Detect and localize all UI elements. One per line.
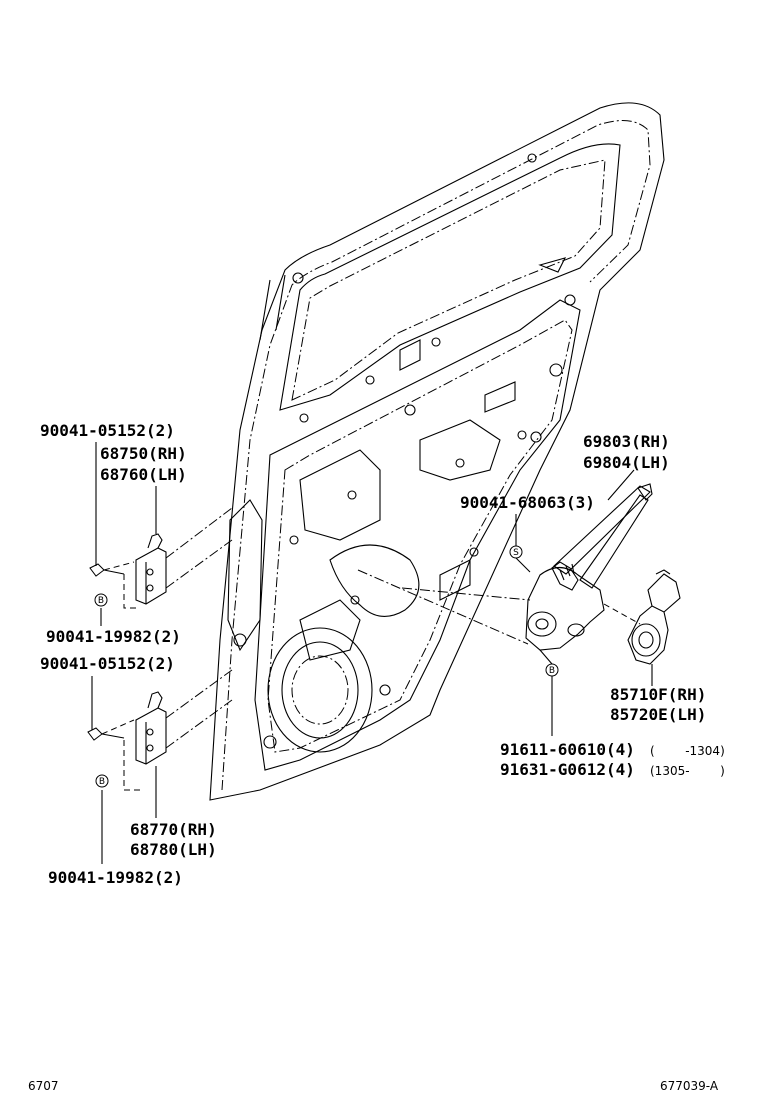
label-motor-lh: 85720E(LH) (610, 705, 706, 724)
svg-text:B: B (549, 666, 555, 676)
label-hinge-lower-rh: 68770(RH) (130, 820, 217, 839)
footer-page-code: 6707 (28, 1079, 59, 1093)
svg-text:B: B (99, 777, 105, 787)
label-bolt-a-range: ( -1304) (650, 744, 725, 758)
label-bolt-a: 91611-60610(4) (500, 740, 635, 759)
footer-figure-code: 677039-A (660, 1079, 719, 1093)
label-motor-rh: 85710F(RH) (610, 685, 706, 704)
marker-b-lower: B (95, 774, 109, 788)
marker-s: S (509, 545, 523, 559)
label-hinge-upper-lh: 68760(LH) (100, 465, 187, 484)
door-panel (209, 102, 665, 801)
label-bolt-upper: 90041-05152(2) (40, 421, 175, 440)
label-hinge-lower-lh: 68780(LH) (130, 840, 217, 859)
svg-text:S: S (513, 548, 519, 558)
upper-hinge (123, 507, 233, 609)
svg-text:B: B (98, 596, 104, 606)
label-bolt-b-range: (1305- ) (650, 764, 725, 778)
marker-b-upper: B (94, 593, 108, 607)
marker-b-regulator: B (545, 663, 559, 677)
label-bolt-b: 91631-G0612(4) (500, 760, 635, 779)
label-bolt-upper-b: 90041-19982(2) (46, 627, 181, 646)
label-regulator-rh: 69803(RH) (583, 432, 670, 451)
bolt-upper-icon (89, 561, 135, 577)
window-motor (603, 569, 681, 665)
label-screw-s: 90041-68063(3) (460, 493, 595, 512)
label-hinge-upper-rh: 68750(RH) (100, 444, 187, 463)
label-regulator-lh: 69804(LH) (583, 453, 670, 472)
window-regulator (357, 483, 653, 651)
lower-hinge (123, 669, 233, 791)
leader-lines (91, 442, 653, 864)
door-holes (233, 153, 576, 749)
bolt-lower-icon (87, 719, 135, 741)
label-bolt-lower-b: 90041-19982(2) (48, 868, 183, 887)
label-bolt-lower: 90041-05152(2) (40, 654, 175, 673)
